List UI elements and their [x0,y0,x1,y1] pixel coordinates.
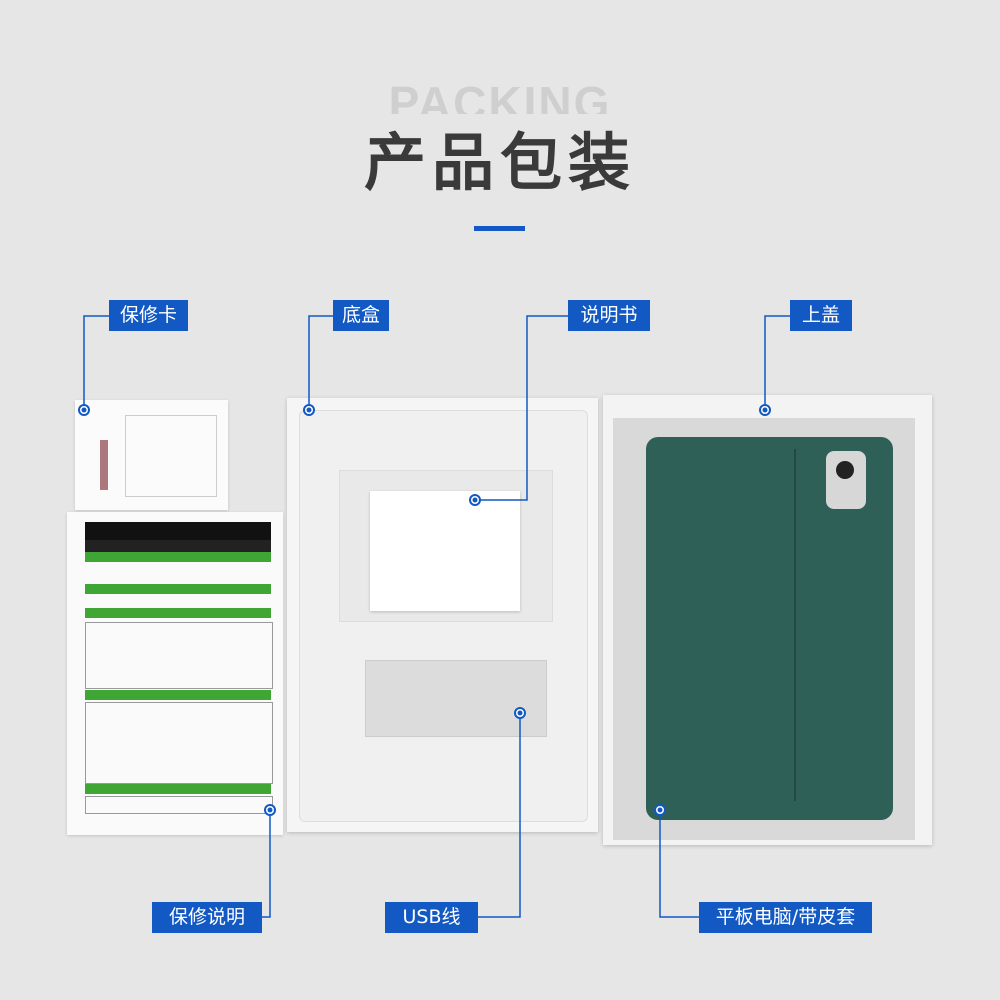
label-bottom-box: 底盒 [333,300,389,331]
title-underline [474,226,525,231]
warranty-card [75,400,228,510]
background-word: PACKING [388,78,612,114]
label-tablet: 平板电脑/带皮套 [699,902,872,933]
label-top-lid: 上盖 [790,300,852,331]
label-warranty-card: 保修卡 [109,300,188,331]
label-usb-cable: USB线 [385,902,478,933]
page-title: 产品包装 [363,126,636,199]
tablet-with-case [646,437,893,820]
warranty-manual-sheet [67,512,283,835]
label-warranty-info: 保修说明 [152,902,262,933]
bottom-box-tray [287,398,598,832]
label-manual: 说明书 [568,300,650,331]
